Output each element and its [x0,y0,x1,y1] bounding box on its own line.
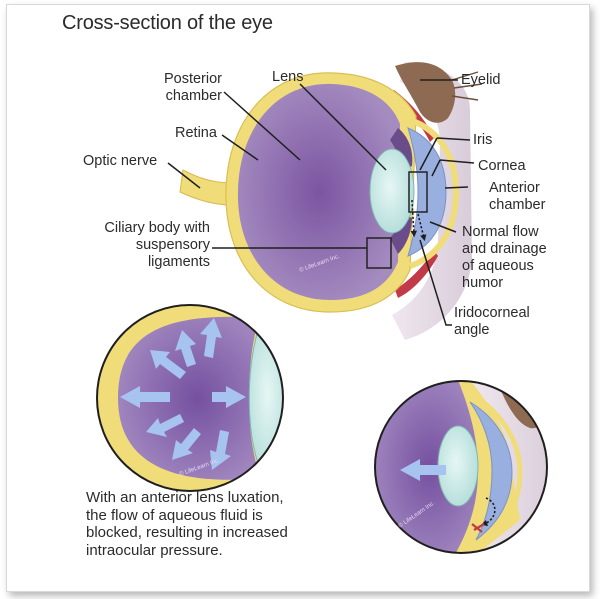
pressure-arrows [120,318,246,470]
arrow-icon [400,459,446,481]
arrow-icon [210,430,231,470]
arrow-icon [200,318,222,358]
label-eyelid: Eyelid [461,72,501,88]
eyelid-skin [392,62,472,340]
label-lens: Lens [272,69,304,85]
label-anterior-chamber: Anterior chamber [489,180,546,213]
arrow-icon [146,414,184,437]
label-posterior-chamber: Posterior chamber [163,71,222,104]
arrow-icon [175,330,196,367]
main-eye-cross-section: © LifeLearn Inc. [179,62,483,340]
label-iridocorneal-angle: Iridocorneal angle [454,305,530,338]
detail-circle-left: © LifeLearn Inc. [96,304,284,492]
label-ciliary-body: Ciliary body with suspensory ligaments [104,220,210,270]
arrow-icon [120,386,170,408]
iris-lower [390,214,412,254]
caption-text: With an anterior lens luxation, the flow… [86,489,288,559]
label-cornea: Cornea [478,158,526,174]
leader-lines [167,79,475,326]
retina-vitreous [237,83,400,300]
detail-circle-right: © LifeLearn Inc. [374,380,548,554]
diagram-title: Cross-section of the eye [62,12,273,34]
arrow-icon [212,386,246,408]
label-iris: Iris [473,132,493,148]
label-normal-flow: Normal flow and drainage of aqueous humo… [462,224,547,291]
arrow-icon [172,428,201,460]
label-retina: Retina [175,125,217,141]
label-optic-nerve: Optic nerve [83,153,158,169]
ciliary-body-box [366,237,392,269]
flow-box [408,171,428,213]
cornea [408,117,460,269]
arrow-icon [150,350,186,379]
lens [369,148,415,234]
upper-eyelid-icon [395,62,456,123]
